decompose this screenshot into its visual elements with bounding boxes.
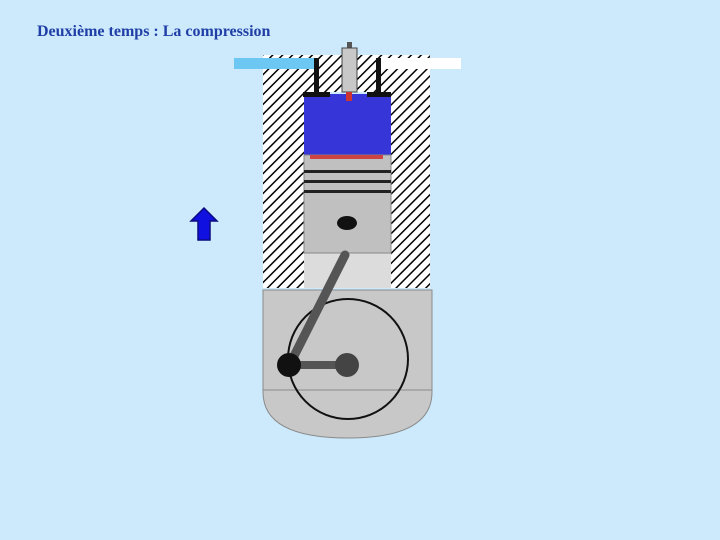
piston <box>303 154 392 254</box>
crankshaft <box>335 353 359 377</box>
intake-valve <box>303 58 330 97</box>
exhaust-valve <box>367 58 391 97</box>
compressed-gas <box>304 94 391 156</box>
spark-plug-icon <box>341 42 358 101</box>
up-arrow-icon <box>189 206 219 241</box>
intake-pipe <box>234 58 316 69</box>
slide-title: Deuxième temps : La compression <box>37 23 271 40</box>
connecting-rod <box>286 250 350 367</box>
cylinder-wall-right <box>391 92 430 288</box>
cylinder-wall-left <box>263 92 304 288</box>
exhaust-pipe <box>378 58 461 69</box>
piston-pin <box>337 216 357 230</box>
crank-pin <box>277 353 301 377</box>
